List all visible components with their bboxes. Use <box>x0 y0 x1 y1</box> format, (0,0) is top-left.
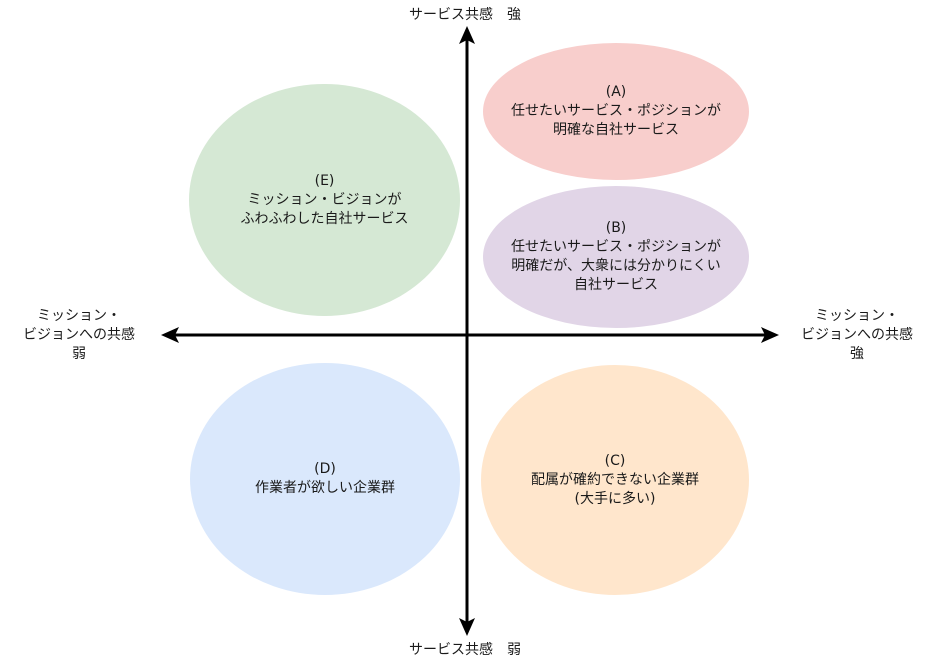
quadrant-e-id: (E) <box>314 172 335 189</box>
quadrant-d-id: (D) <box>314 461 336 477</box>
quadrant-b-line3: 自社サービス <box>574 277 658 293</box>
quadrant-b-ellipse: (B) 任せたいサービス・ポジションが 明確だが、大衆には分かりにくい 自社サー… <box>483 186 749 328</box>
quadrant-c-text: (C) 配属が確約できない企業群 (大手に多い) <box>531 452 699 509</box>
quadrant-c-line1: 配属が確約できない企業群 <box>531 471 699 488</box>
quadrant-e-ellipse: (E) ミッション・ビジョンが ふわふわした自社サービス <box>189 84 460 316</box>
quadrant-b-id: (B) <box>605 220 627 236</box>
quadrant-a-line2: 明確な自社サービス <box>553 122 679 138</box>
axis-label-left-line3: 弱 <box>72 346 86 362</box>
quadrant-b-line2: 明確だが、大衆には分かりにくい <box>511 258 721 274</box>
quadrant-e-line2: ふわふわした自社サービス <box>240 210 409 227</box>
axis-label-left-line1: ミッション・ <box>37 308 121 324</box>
axis-label-right: ミッション・ ビジョンへの共感 強 <box>782 307 932 364</box>
axis-label-left-line2: ビジョンへの共感 <box>23 327 135 343</box>
quadrant-b-line1: 任せたいサービス・ポジションが <box>511 239 721 255</box>
left-arrowhead-icon <box>161 327 179 343</box>
axis-label-right-line1: ミッション・ <box>815 308 899 324</box>
quadrant-d-line1: 作業者が欲しい企業群 <box>255 480 395 496</box>
quadrant-c-id: (C) <box>604 452 626 469</box>
quadrant-b-text: (B) 任せたいサービス・ポジションが 明確だが、大衆には分かりにくい 自社サー… <box>511 219 721 295</box>
quadrant-a-id: (A) <box>605 84 627 100</box>
axis-label-left: ミッション・ ビジョンへの共感 弱 <box>4 307 154 364</box>
right-arrowhead-icon <box>761 327 779 343</box>
down-arrowhead-icon <box>459 618 475 636</box>
quadrant-e-line1: ミッション・ビジョンが <box>247 191 402 208</box>
quadrant-a-line1: 任せたいサービス・ポジションが <box>511 103 721 119</box>
quadrant-c-ellipse: (C) 配属が確約できない企業群 (大手に多い) <box>481 365 749 595</box>
up-arrowhead-icon <box>459 26 475 44</box>
axis-label-bottom-text: サービス共感 弱 <box>409 642 521 658</box>
axis-label-top-text: サービス共感 強 <box>409 7 521 23</box>
axis-label-bottom: サービス共感 弱 <box>390 641 540 660</box>
axis-label-right-line2: ビジョンへの共感 <box>801 327 913 343</box>
quadrant-c-line2: (大手に多い) <box>574 490 656 507</box>
axis-label-right-line3: 強 <box>850 346 864 362</box>
quadrant-e-text: (E) ミッション・ビジョンが ふわふわした自社サービス <box>241 172 409 229</box>
quadrant-a-text: (A) 任せたいサービス・ポジションが 明確な自社サービス <box>511 83 721 140</box>
quadrant-a-ellipse: (A) 任せたいサービス・ポジションが 明確な自社サービス <box>483 43 749 180</box>
axis-label-top: サービス共感 強 <box>390 6 540 25</box>
quadrant-d-ellipse: (D) 作業者が欲しい企業群 <box>190 363 460 595</box>
quadrant-d-text: (D) 作業者が欲しい企業群 <box>255 460 395 498</box>
